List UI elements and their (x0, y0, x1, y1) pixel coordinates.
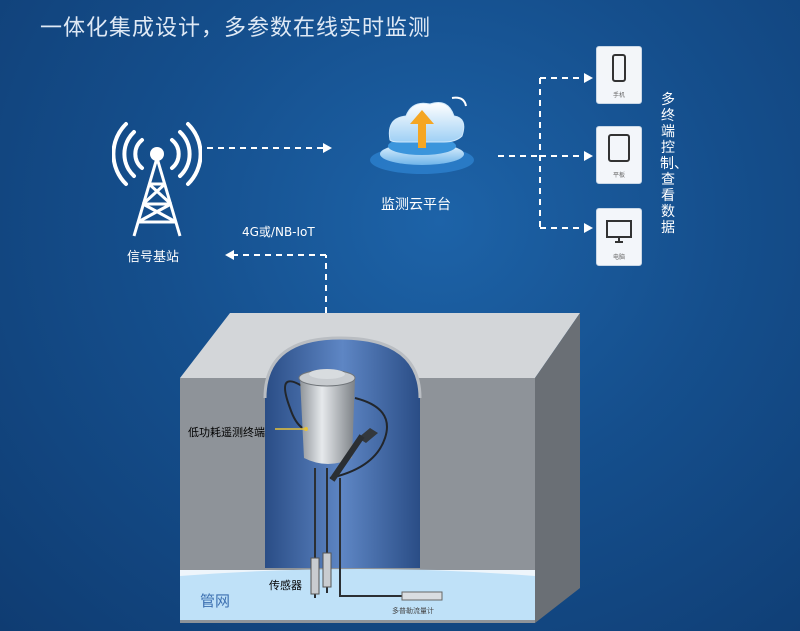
base-station-label: 信号基站 (127, 250, 180, 265)
uplink-arrow (207, 143, 332, 153)
device-connectors (498, 73, 593, 233)
radio-tower-icon (112, 122, 202, 237)
monitor-icon (606, 220, 632, 243)
cloud-platform-label: 监测云平台 (381, 197, 451, 213)
tablet-device: 平板 (596, 126, 642, 184)
computer-label: 电脑 (612, 254, 625, 261)
sensor-label: 传感器 (269, 579, 302, 592)
phone-device: 手机 (596, 46, 642, 104)
pipe-network-label: 管网 (200, 592, 231, 610)
page-title: 一体化集成设计，多参数在线实时监测 (40, 16, 432, 41)
terminal-uplink-arrow (225, 250, 327, 368)
flowmeter-label: 多普勒流量计 (392, 607, 434, 615)
tablet-icon (608, 134, 630, 162)
cloud-upload-icon (370, 96, 474, 174)
terminal-control-label: 多终端控制、查看数据 (660, 92, 688, 236)
manhole-well-diagram (180, 313, 580, 623)
tablet-label: 平板 (612, 172, 625, 179)
phone-label: 手机 (612, 92, 625, 99)
link-protocol-label: 4G或/NB-IoT (242, 225, 315, 239)
computer-device: 电脑 (596, 208, 642, 266)
terminal-pointer (275, 427, 308, 431)
terminal-label: 低功耗遥测终端 (188, 426, 265, 439)
phone-icon (612, 54, 626, 82)
